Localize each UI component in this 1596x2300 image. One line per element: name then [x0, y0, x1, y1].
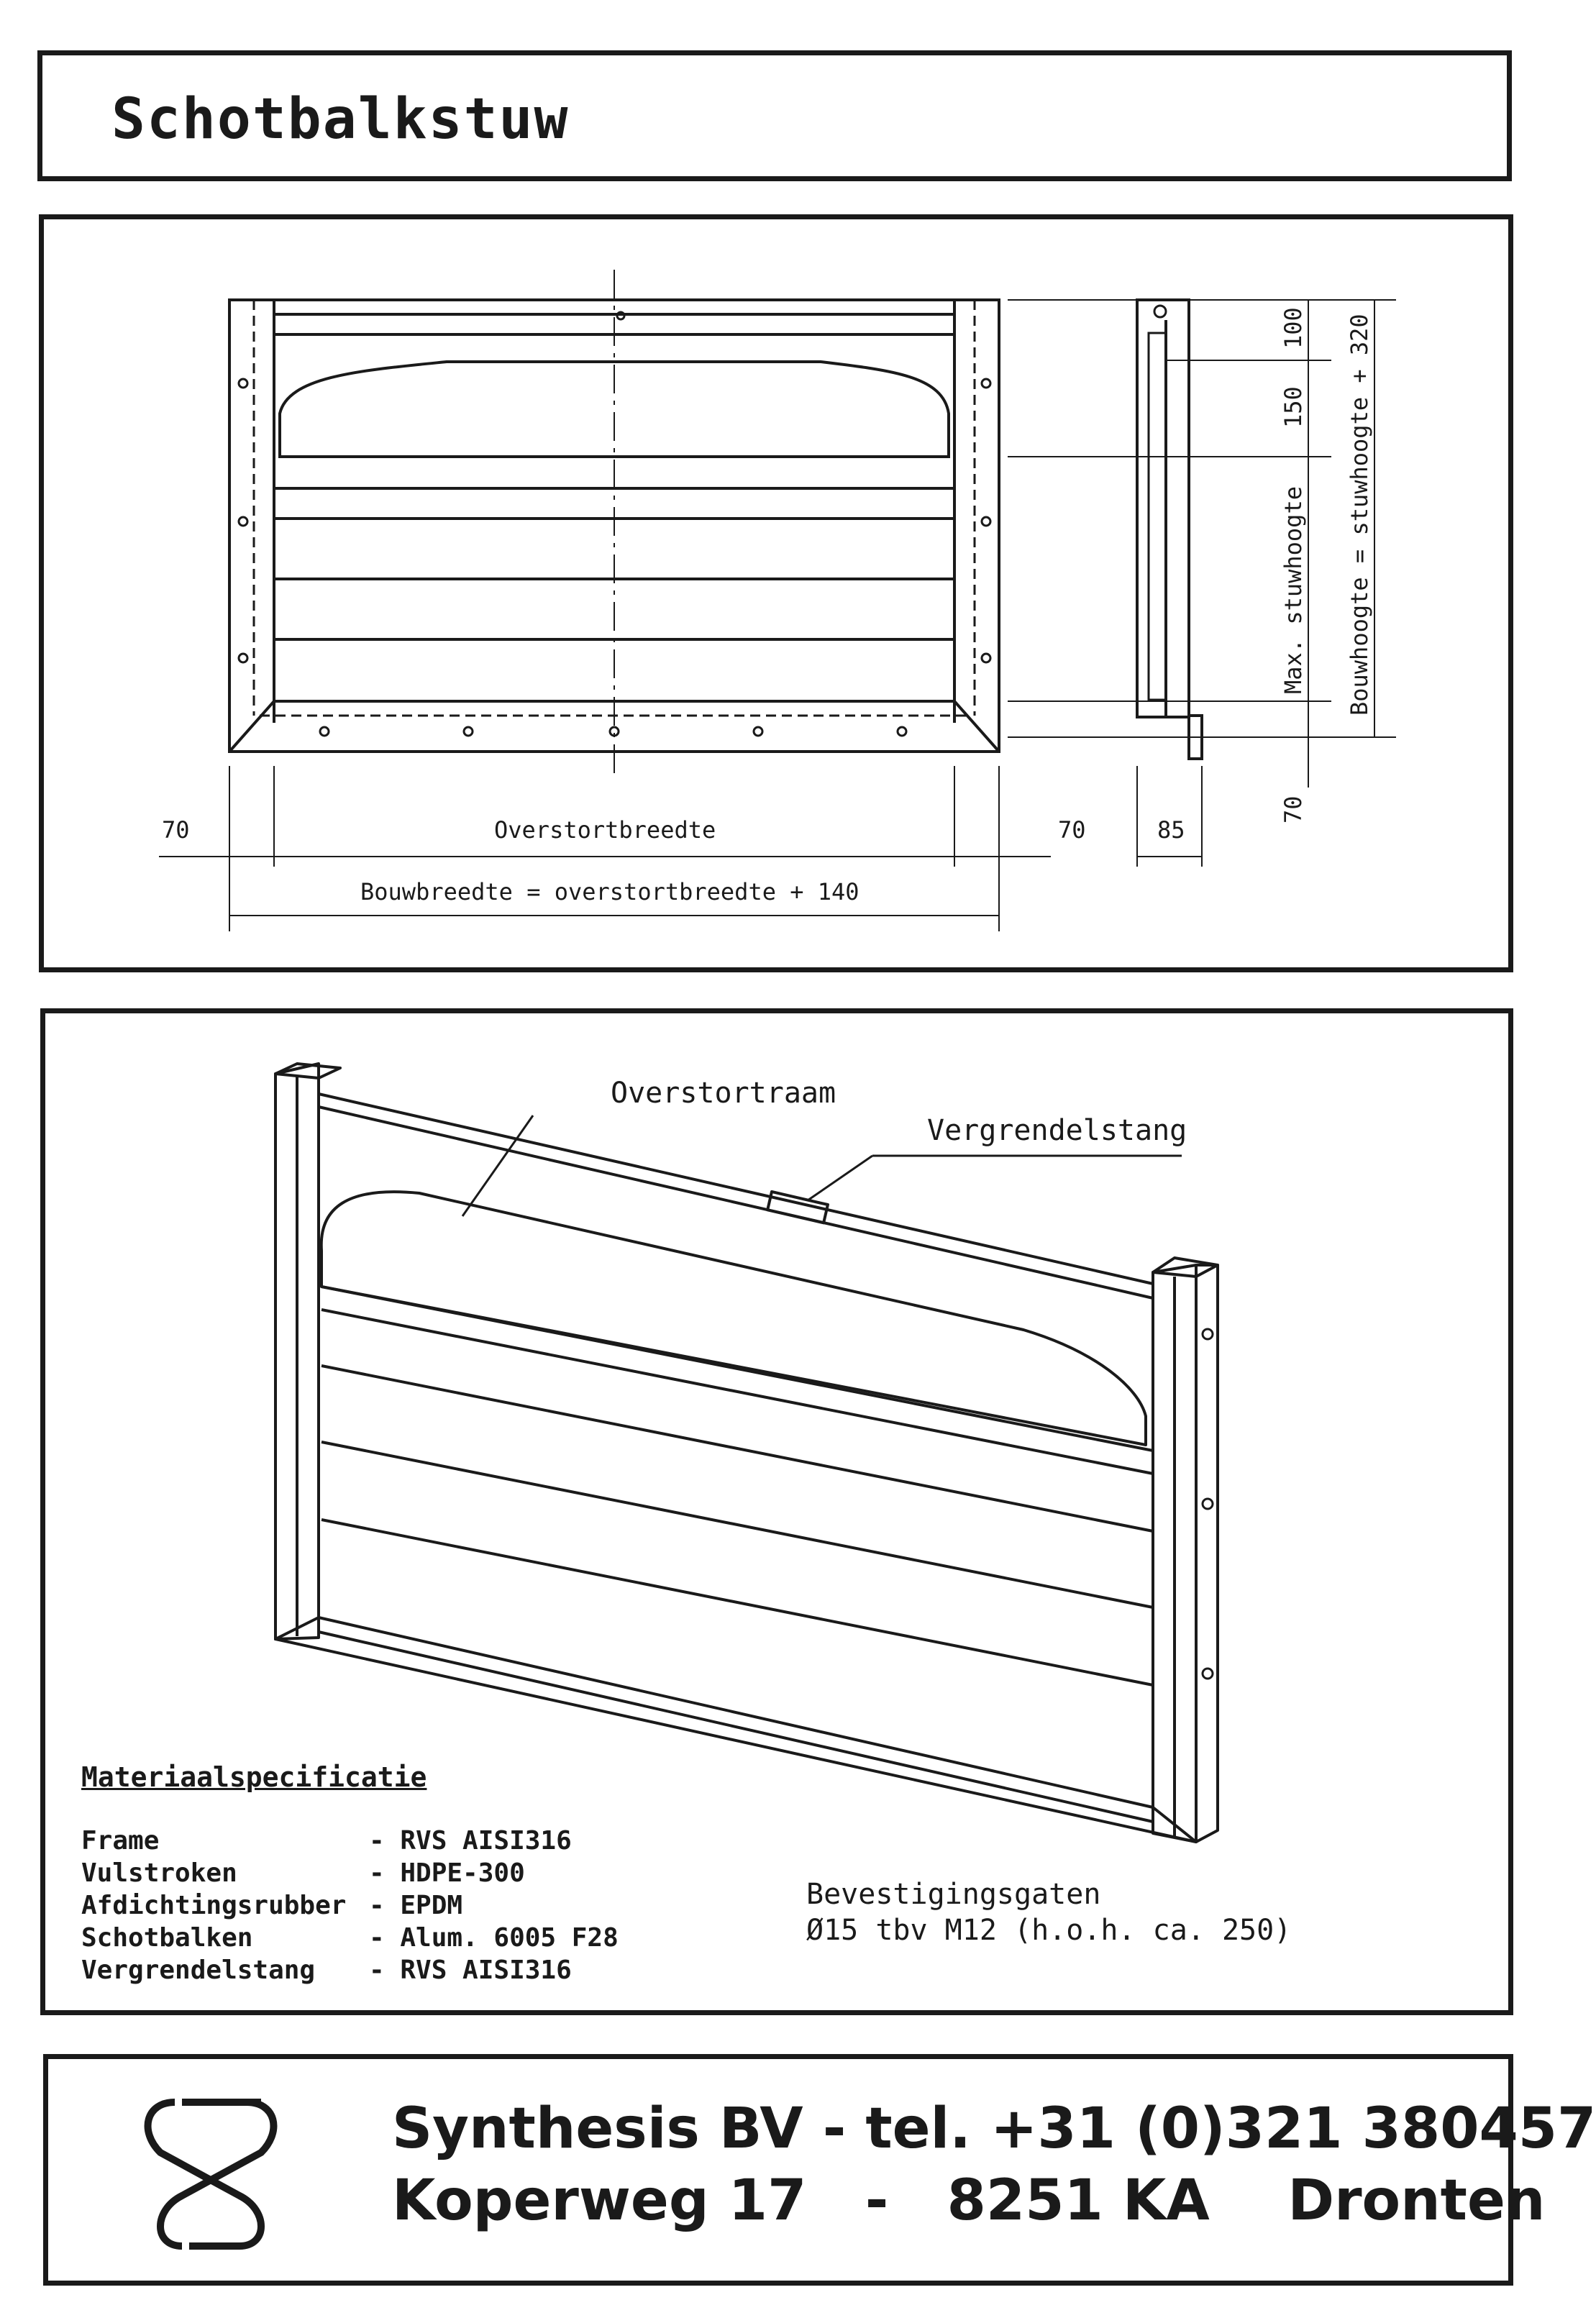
dim-top-100: 100 — [1280, 307, 1307, 349]
dim-bouwbreedte: Bouwbreedte = overstortbreedte + 140 — [360, 878, 859, 905]
dim-max-stuwhoogte: Max. stuwhoogte — [1280, 486, 1307, 694]
spec-label: Afdichtingsrubber — [81, 1891, 347, 1920]
material-specification: Materiaalspecificatie Frame - RVS AISI31… — [81, 1761, 619, 1986]
page-title: Schotbalkstuw — [111, 87, 570, 152]
mounting-holes-note: Bevestigingsgaten Ø15 tbv M12 (h.o.h. ca… — [806, 1876, 1291, 1948]
dim-bottom-70: 70 — [1280, 795, 1307, 823]
mounting-line-2: Ø15 tbv M12 (h.o.h. ca. 250) — [806, 1914, 1292, 1947]
isometric-drawing: Overstortraam Vergrendelstang — [274, 1062, 1219, 1843]
spec-label: Schotbalken — [81, 1923, 253, 1953]
spec-label: Vulstroken — [81, 1858, 237, 1888]
left-post — [274, 1062, 320, 1640]
footer-address: Koperweg 17 - 8251 KA Dronten — [392, 2168, 1546, 2233]
mounting-line-1: Bevestigingsgaten — [806, 1878, 1101, 1911]
dim-left-70: 70 — [162, 816, 190, 844]
spec-row: Schotbalken - Alum. 6005 F28 — [81, 1922, 619, 1954]
company-footer: Synthesis BV - tel. +31 (0)321 380457 Ko… — [43, 2054, 1596, 2286]
spec-row: Vergrendelstang - RVS AISI316 — [81, 1954, 619, 1986]
overflow-frame-outline — [278, 360, 950, 458]
isometric-view-panel: Overstortraam Vergrendelstang Materiaals… — [40, 1008, 1513, 2015]
dim-mid-150: 150 — [1280, 386, 1307, 428]
locking-rod — [766, 1190, 829, 1225]
dim-right-70: 70 — [1058, 816, 1086, 844]
spec-row: Afdichtingsrubber - EPDM — [81, 1889, 619, 1922]
spec-value: - EPDM — [369, 1891, 463, 1920]
synthesis-logo-icon — [144, 2099, 278, 2250]
dim-overstortbreedte: Overstortbreedte — [494, 816, 716, 844]
technical-drawing-panel: 70 Overstortbreedte 70 85 Bouwbreedte = … — [39, 214, 1513, 972]
spec-label: Frame — [81, 1826, 160, 1856]
spec-label: Vergrendelstang — [81, 1956, 316, 1985]
title-box: Schotbalkstuw — [37, 50, 1512, 181]
spec-row: Vulstroken - HDPE-300 — [81, 1857, 619, 1889]
spec-row: Frame - RVS AISI316 — [81, 1825, 619, 1857]
dim-depth-85: 85 — [1157, 816, 1185, 844]
spec-value: - RVS AISI316 — [369, 1956, 572, 1985]
callout-vergrendelstang: Vergrendelstang — [927, 1114, 1187, 1147]
footer-company-phone: Synthesis BV - tel. +31 (0)321 380457 — [392, 2096, 1596, 2161]
front-and-side-elevation: 70 Overstortbreedte 70 85 Bouwbreedte = … — [159, 270, 1396, 931]
overflow-frame — [319, 1190, 1147, 1446]
callout-overstortraam: Overstortraam — [611, 1077, 836, 1110]
spec-value: - RVS AISI316 — [369, 1826, 572, 1856]
spec-heading: Materiaalspecificatie — [81, 1761, 427, 1793]
spec-value: - Alum. 6005 F28 — [369, 1923, 619, 1953]
side-view-outline — [1136, 298, 1190, 718]
spec-value: - HDPE-300 — [369, 1858, 525, 1888]
dim-bouwhoogte: Bouwhoogte = stuwhoogte + 320 — [1346, 314, 1373, 716]
